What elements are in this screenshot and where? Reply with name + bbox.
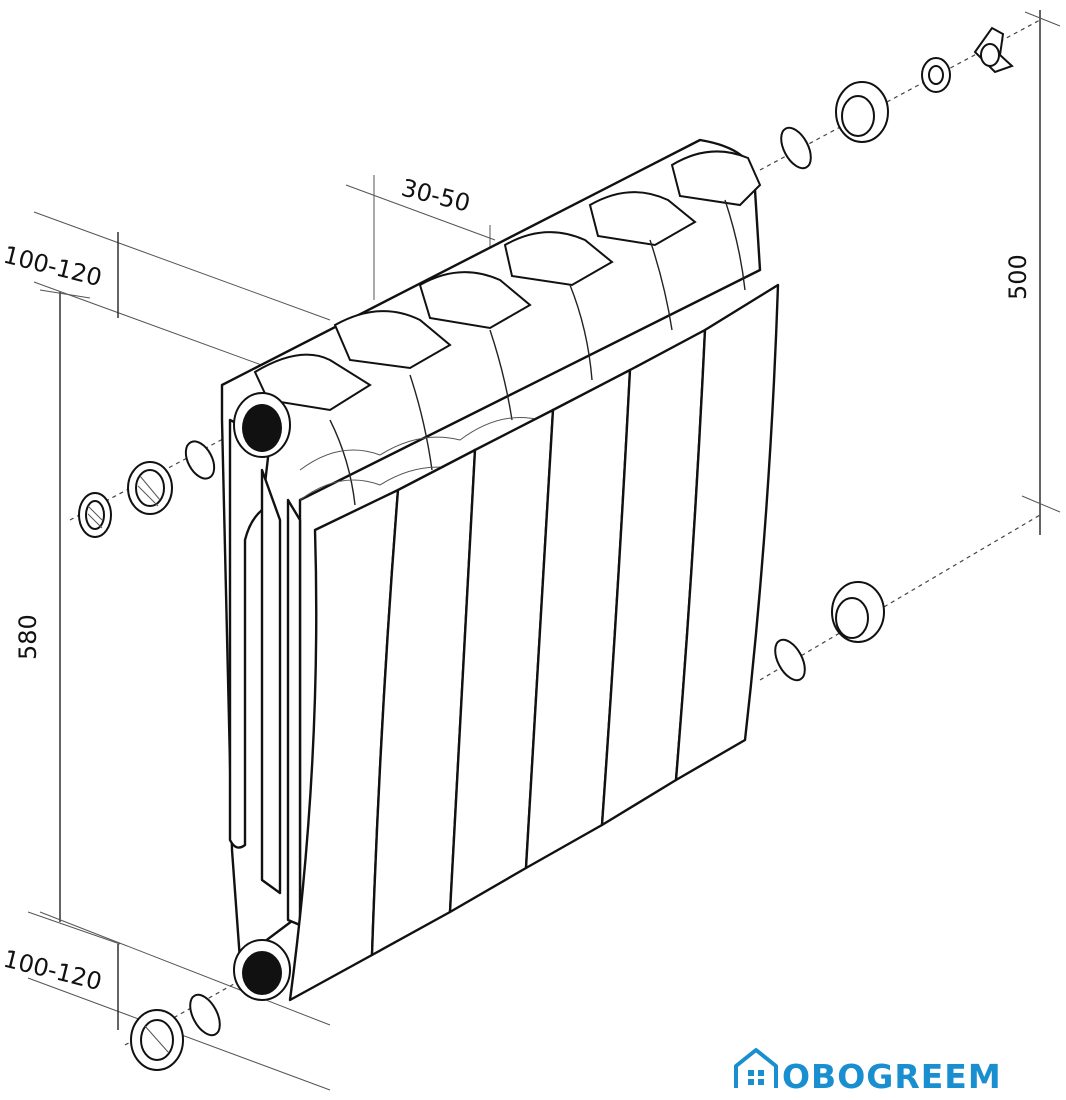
adapter-right-top — [835, 81, 889, 143]
brand-name: OBOGREEM — [782, 1057, 1002, 1096]
top-headers — [253, 150, 762, 412]
radiator — [220, 138, 780, 1002]
dimension-lines — [27, 10, 1061, 1091]
brand-logo: OBOGREEM — [734, 1048, 1002, 1096]
dimension-center-distance: 500 — [1004, 254, 1032, 300]
fittings-right-top — [780, 26, 1014, 170]
dimension-top-spacing: 100-120 — [1, 241, 105, 292]
adapter-plug-left — [127, 461, 173, 515]
house-icon — [734, 1048, 778, 1088]
inlet-bottom — [233, 939, 291, 1001]
dimension-total-height: 580 — [14, 614, 42, 660]
fittings-left-top — [78, 440, 216, 538]
reducer-right-top — [921, 57, 951, 93]
dimension-bottom-spacing: 100-120 — [1, 945, 105, 996]
fittings-left-bottom — [130, 993, 221, 1071]
fittings-right-bottom — [774, 581, 885, 682]
inlet-top — [233, 392, 291, 458]
adapter-plug-bottom-left — [130, 1009, 184, 1071]
dimension-wall-distance: 30-50 — [399, 174, 473, 218]
air-vent-valve — [973, 26, 1014, 74]
cap-plug-left — [78, 492, 112, 538]
front-panels — [288, 283, 780, 1002]
adapter-right-bottom — [831, 581, 885, 643]
